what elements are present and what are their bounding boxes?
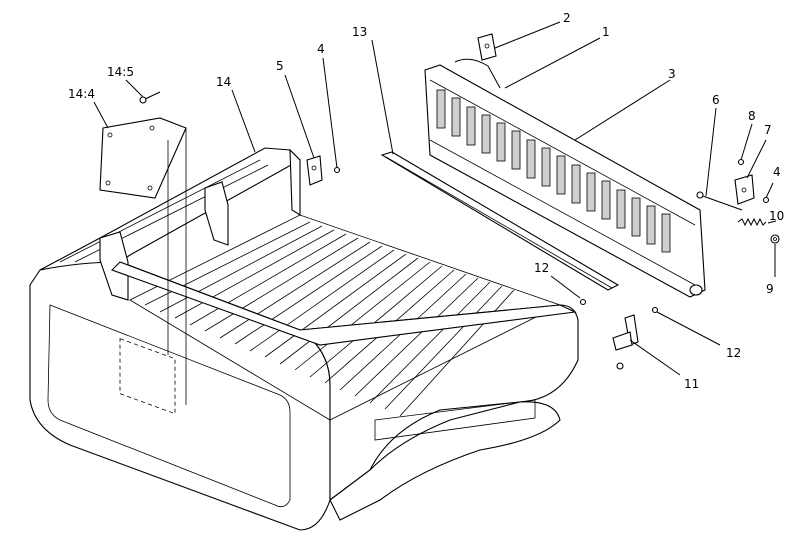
leader-lines (93, 21, 777, 376)
callout-4-right: 4 (773, 165, 781, 179)
callout-9: 9 (766, 282, 774, 296)
callout-12-right: 12 (726, 346, 741, 360)
callout-8: 8 (748, 109, 756, 123)
callout-1: 1 (602, 25, 610, 39)
callout-labels: 1 2 3 4 4 5 6 7 8 9 10 11 12 12 13 14 14… (68, 11, 784, 391)
bolt-12-right (651, 306, 659, 314)
callout-6: 6 (712, 93, 720, 107)
callout-14-4: 14:4 (68, 87, 95, 101)
hinge-screw (737, 158, 745, 166)
callout-4-left: 4 (317, 42, 325, 56)
callout-14: 14 (216, 75, 231, 89)
hinge-washer (770, 234, 780, 244)
plate-screw (139, 91, 161, 104)
hinge-pin (696, 191, 743, 211)
callout-13: 13 (352, 25, 367, 39)
hinge-bracket-left (306, 155, 341, 186)
latch-rod (454, 58, 501, 89)
callout-10: 10 (769, 209, 784, 223)
seal-strip (380, 151, 620, 291)
bolt-12-left (579, 298, 587, 306)
callout-5: 5 (276, 59, 284, 73)
callout-14-5: 14:5 (107, 65, 134, 79)
tailgate-ribs (436, 89, 671, 253)
hinge-spring (737, 217, 767, 227)
callout-2: 2 (563, 11, 571, 25)
cargo-bed (29, 147, 579, 531)
latch-bracket (477, 33, 497, 61)
callout-7: 7 (764, 123, 772, 137)
callout-12-left: 12 (534, 261, 549, 275)
callout-3: 3 (668, 67, 676, 81)
decal-plate (99, 117, 187, 199)
lower-hinge-bracket (612, 314, 639, 370)
tailgate (424, 64, 706, 298)
hinge-nut (762, 196, 770, 204)
hinge-bracket-right (734, 174, 755, 205)
callout-11: 11 (684, 377, 699, 391)
